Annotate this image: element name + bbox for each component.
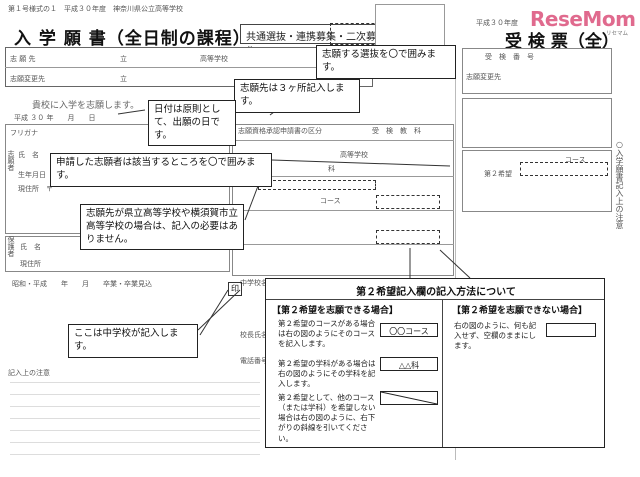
grad-line: 昭和・平成 年 月 卒業・卒業見込 xyxy=(12,280,152,288)
form-number: 第１号様式の１ 平成３０年度 神奈川県公立高等学校 xyxy=(8,5,183,13)
exam-title: 受 検 票（全） xyxy=(505,32,619,52)
principal-label: 校長氏名 xyxy=(240,331,268,339)
callout-junior-high: ここは中学校が記入します。 xyxy=(68,324,198,358)
prefecture-1: 立 xyxy=(120,55,127,63)
row1-box: 〇〇コース xyxy=(380,323,438,337)
ticket-second-choice: 第２希望 xyxy=(484,170,512,178)
logo: ReseMom xyxy=(530,7,636,31)
exam-year: 平成３０年度 xyxy=(476,19,518,27)
course-label: コース xyxy=(320,197,341,205)
ticket-exam-no xyxy=(462,48,612,94)
request-text: 貴校に入学を志願します。 xyxy=(32,101,140,111)
photo-mark: 印 xyxy=(228,282,242,296)
row2-text: 第２希望の学科がある場合は右の図のようにその学科を記入します。 xyxy=(278,359,376,389)
instructions-title: 第２希望記入欄の記入方法について xyxy=(356,287,516,298)
furigana-label: フリガナ xyxy=(10,129,38,137)
ticket-course: コース xyxy=(565,156,586,164)
instructions-panel: 第２希望記入欄の記入方法について 【第２希望を志願できる場合】 【第２希望を志願… xyxy=(265,278,605,448)
school-suffix-1: 高等学校 xyxy=(200,55,228,63)
callout-prefectural: 志願先が県立高等学校や横須賀市立高等学校の場合は、記入の必要はありません。 xyxy=(80,204,244,251)
ticket-name-box xyxy=(462,98,612,148)
applicant-label: 志願者 xyxy=(7,150,15,171)
guardian-label: 保護者 xyxy=(7,236,15,257)
row2-box: △△科 xyxy=(380,357,438,371)
callout-school: 志願先は３ヶ所記入します。 xyxy=(234,79,360,113)
guardian-address-label: 現住所 xyxy=(20,260,41,268)
callout-qualification: 申請した志願者は該当するところを〇で囲みます。 xyxy=(50,153,272,187)
qualification-table xyxy=(232,124,454,276)
divider xyxy=(455,60,456,460)
phone-label: 電話番号 xyxy=(240,357,268,365)
ka-label: 科 xyxy=(328,165,335,173)
callout-date: 日付は原則として、出願の日です。 xyxy=(148,100,236,147)
logo-sub: リセマム xyxy=(606,31,629,37)
ticket-choice-box xyxy=(462,150,612,212)
ticket-change-label: 志願変更先 xyxy=(466,73,501,81)
qualification-label: 志願資格承認申請書の区分 xyxy=(238,127,322,135)
hs-label-1: 高等学校 xyxy=(340,151,368,159)
row1-text: 第２希望のコースがある場合は右の図のようにそのコースを記入します。 xyxy=(278,319,376,349)
address-label: 現住所 〒 xyxy=(18,185,53,193)
prefecture-2: 立 xyxy=(120,75,127,83)
left-heading: 【第２希望を志願できる場合】 xyxy=(272,306,398,316)
right-heading: 【第２希望を志願できない場合】 xyxy=(452,306,588,316)
school-change-label: 志願変更先 xyxy=(10,75,45,83)
notes-title: 記入上の注意 xyxy=(8,369,50,377)
junior-high-label: 中学校名 xyxy=(240,279,268,287)
row3-text: 第２希望として、他のコース（または学科）を希望しない場合は右の図のように、右下が… xyxy=(278,393,376,443)
side-notes-label: ○入学願書記入上の注意 xyxy=(615,140,624,229)
ticket-exam-no-label: 受 検 番 号 xyxy=(485,53,534,61)
right-box xyxy=(546,323,596,337)
name-label: 氏 名 xyxy=(18,151,39,159)
right-text: 右の図のように、何も記入せず、空欄のままにします。 xyxy=(454,321,537,351)
birth-label: 生年月日 xyxy=(18,171,46,179)
guardian-name-label: 氏 名 xyxy=(20,243,41,251)
form-title: 入 学 願 書（全日制の課程） xyxy=(14,29,251,49)
school-choice-label: 志 願 先 xyxy=(10,55,36,63)
exam-subject-label: 受 検 教 科 xyxy=(372,127,421,135)
date-line: 平成 ３０ 年 月 日 xyxy=(14,114,96,122)
callout-select: 志願する選抜を〇で囲みます。 xyxy=(316,45,456,79)
row3-box xyxy=(380,391,438,405)
